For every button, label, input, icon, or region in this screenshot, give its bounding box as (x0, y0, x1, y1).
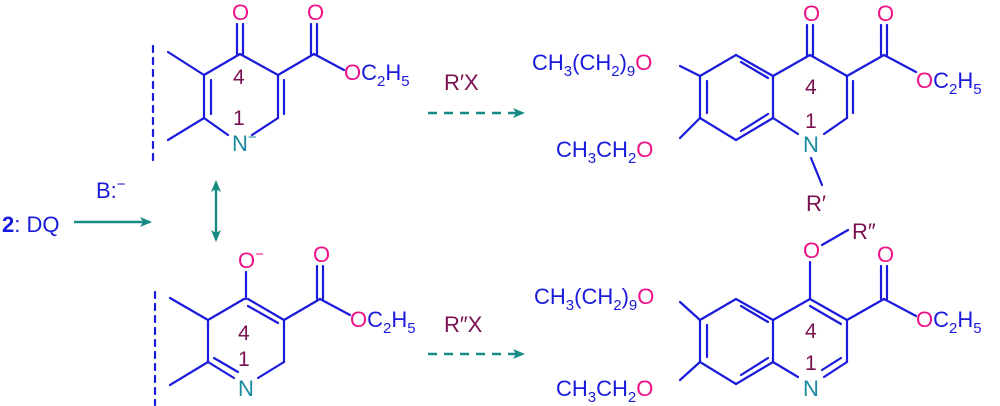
svg-text:2: DQ: 2: DQ (2, 212, 59, 237)
compound-label: : DQ (14, 212, 59, 237)
position-1-label: 1 (805, 110, 817, 133)
product-o-alkyl: O R″ O OC2H5 N 4 1 CH3(CH2)9O CH3CH2O (534, 219, 982, 406)
alkylation-bottom: R″X (428, 312, 525, 359)
ester-group: OC2H5 (344, 60, 410, 90)
ester-group: OC2H5 (350, 307, 416, 337)
oxygen-atom: O (232, 0, 249, 25)
position-1-label: 1 (233, 107, 245, 130)
ethoxy-group: CH3CH2O (556, 137, 653, 167)
position-1-label: 1 (805, 352, 817, 375)
bottom-anion: O− O OC2H5 N 4 1 (153, 242, 416, 406)
ester-group: OC2H5 (916, 307, 982, 337)
decyloxy-group: CH3(CH2)9O (534, 284, 654, 314)
ethoxy-group: CH3CH2O (556, 376, 653, 406)
ester-carbonyl-oxygen: O (877, 242, 894, 267)
alkylation-top: R′X (428, 70, 525, 118)
ester-group: OC2H5 (916, 68, 982, 98)
position-4-label: 4 (238, 322, 250, 345)
nitrogen-atom: N (803, 376, 819, 401)
ester-carbonyl-oxygen: O (313, 242, 330, 267)
product-n-alkyl: O O OC2H5 N R′ 4 1 CH3(CH2)9O CH3CH2O (532, 1, 982, 216)
reagent-top: R′X (444, 70, 479, 95)
position-1-label: 1 (238, 348, 250, 371)
start-material: 2: DQ B:− (2, 176, 152, 237)
ester-carbonyl-oxygen: O (307, 0, 324, 25)
keto-oxygen: O (803, 1, 820, 26)
nitrogen-atom: N− (232, 129, 257, 156)
ether-oxygen: O (803, 238, 820, 263)
top-anion: O O OC2H5 N− 4 1 (151, 0, 410, 164)
compound-number: 2 (2, 212, 14, 237)
oxide-atom: O− (238, 246, 264, 273)
r-prime-group: R′ (806, 191, 826, 216)
reagent-bottom: R″X (444, 312, 483, 337)
ester-carbonyl-oxygen: O (877, 1, 894, 26)
decyloxy-group: CH3(CH2)9O (532, 50, 652, 80)
r-double-prime-group: R″ (852, 219, 876, 244)
base-label: B:− (96, 176, 126, 203)
nitrogen-atom: N (238, 376, 254, 401)
position-4-label: 4 (233, 66, 245, 89)
position-4-label: 4 (805, 76, 817, 99)
position-4-label: 4 (805, 320, 817, 343)
nitrogen-atom: N (803, 132, 819, 157)
